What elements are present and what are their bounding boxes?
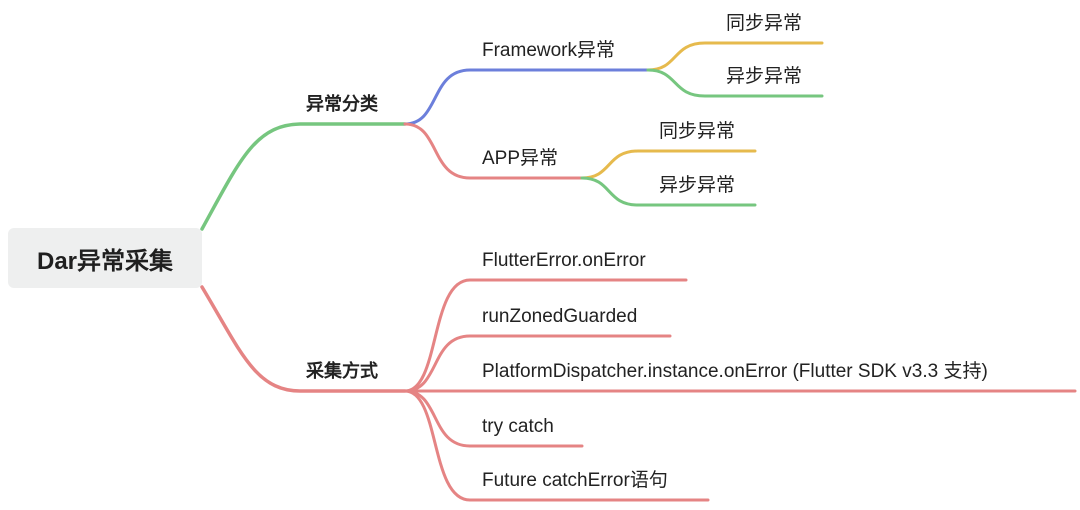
node-app-exception[interactable]: APP异常 <box>482 148 559 169</box>
edge-methods-item-4 <box>403 389 584 448</box>
edge-framework-sync <box>646 41 824 72</box>
edge-methods-item-1 <box>403 278 688 393</box>
edge-root-classification <box>200 122 407 231</box>
edge-classification-app <box>403 122 584 180</box>
node-framework-async[interactable]: 异步异常 <box>726 66 803 87</box>
node-method-flutter-error[interactable]: FlutterError.onError <box>482 250 646 271</box>
edge-methods-item-2 <box>403 334 672 393</box>
node-framework-sync[interactable]: 同步异常 <box>726 13 803 34</box>
edge-framework-async <box>646 68 824 98</box>
edge-methods-item-5 <box>403 389 710 502</box>
node-framework-exception[interactable]: Framework异常 <box>482 40 616 61</box>
edge-app-async <box>580 176 757 207</box>
node-methods[interactable]: 采集方式 <box>306 361 378 381</box>
node-classification[interactable]: 异常分类 <box>306 94 378 114</box>
node-method-future-catch-error[interactable]: Future catchError语句 <box>482 470 668 491</box>
edge-root-methods <box>200 285 407 393</box>
edge-classification-framework <box>403 68 650 126</box>
node-method-platform-dispatcher[interactable]: PlatformDispatcher.instance.onError (Flu… <box>482 361 988 382</box>
node-app-async[interactable]: 异步异常 <box>659 175 736 196</box>
node-method-run-zoned-guarded[interactable]: runZonedGuarded <box>482 306 638 327</box>
edge-app-sync <box>580 149 757 180</box>
node-app-sync[interactable]: 同步异常 <box>659 121 736 142</box>
root-node[interactable]: Dar异常采集 <box>8 228 202 288</box>
node-method-try-catch[interactable]: try catch <box>482 416 554 437</box>
